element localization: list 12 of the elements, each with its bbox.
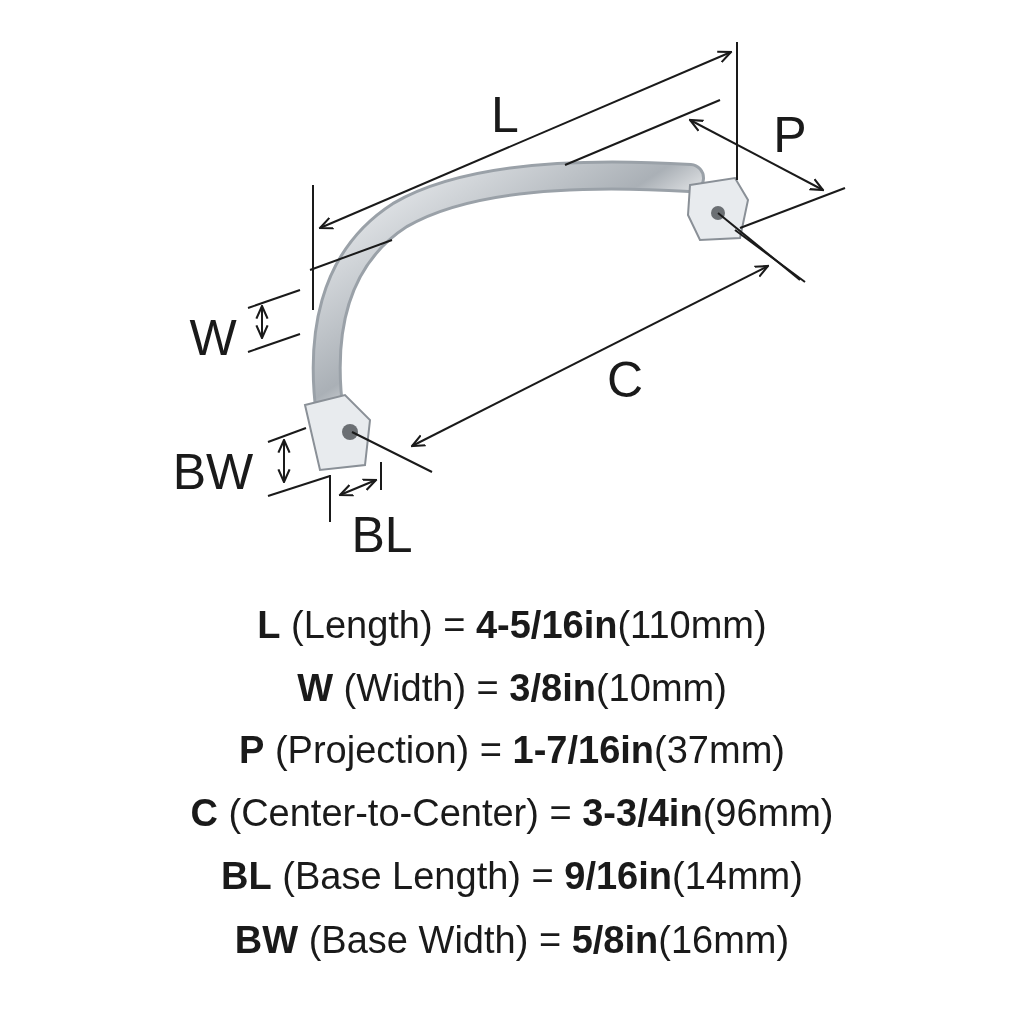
specification-text: C (Center-to-Center) = 3-3/4in(96mm) — [189, 794, 835, 832]
dimension-label: P — [773, 110, 807, 160]
specification-text: BL (Base Length) = 9/16in(14mm) — [220, 857, 804, 895]
dimension-label: BL — [351, 510, 413, 560]
specification-text: W (Width) = 3/8in(10mm) — [296, 669, 728, 707]
specification-text: P (Projection) = 1-7/16in(37mm) — [238, 731, 786, 769]
dimension-label: BW — [172, 447, 254, 497]
specification-text: BW (Base Width) = 5/8in(16mm) — [233, 921, 791, 959]
dimension-label: L — [491, 90, 519, 140]
specification-text: L (Length) = 4-5/16in(110mm) — [256, 606, 768, 644]
dimension-label: C — [606, 355, 644, 405]
dimension-label: W — [189, 313, 237, 363]
